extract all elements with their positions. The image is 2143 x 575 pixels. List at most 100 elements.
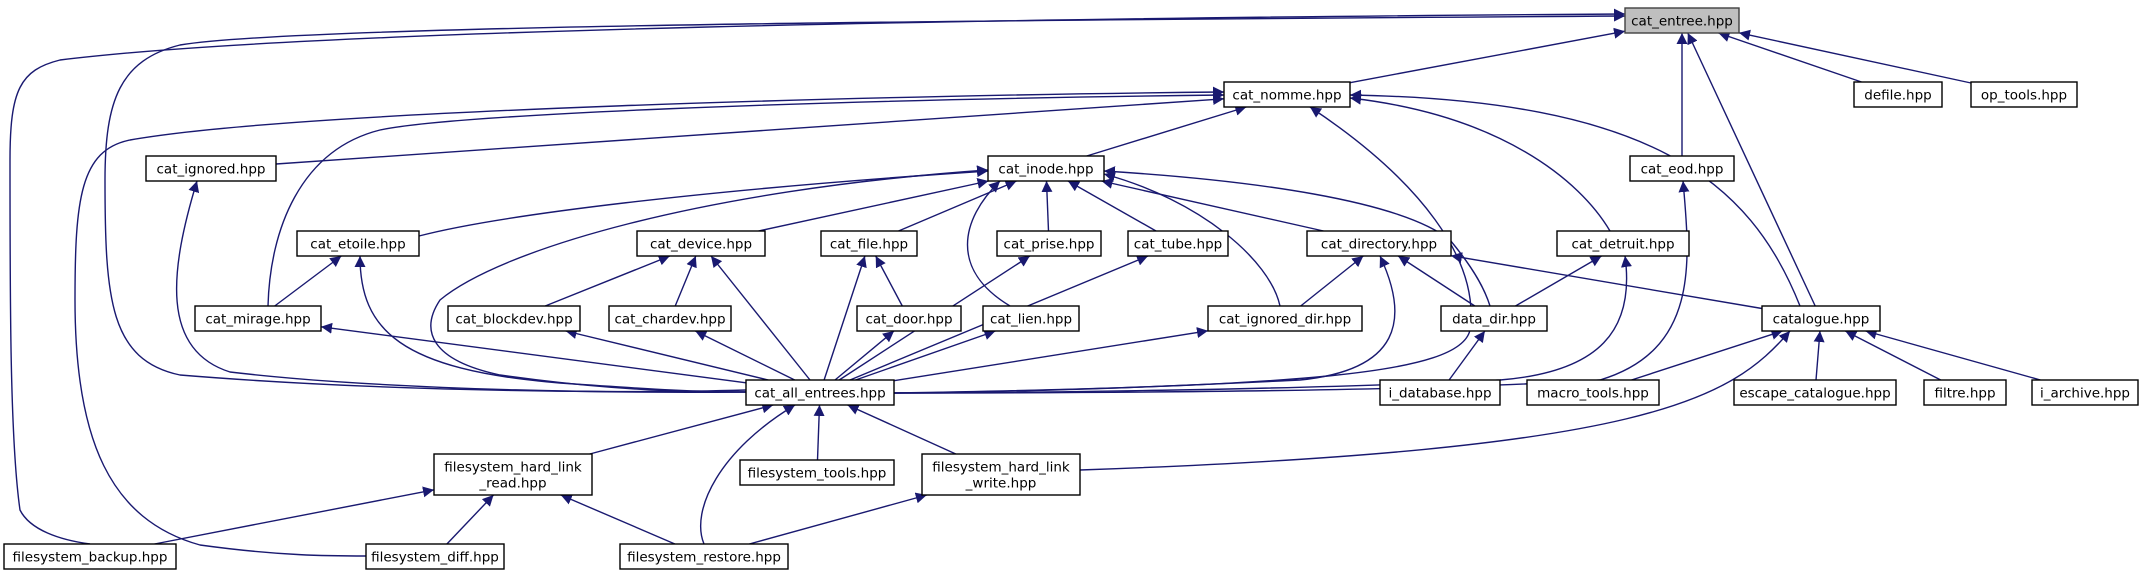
node-fs_hl_write[interactable]: filesystem_hard_link_write.hpp: [921, 453, 1081, 496]
node-label: cat_device.hpp: [650, 237, 752, 253]
edge-cat_all_entrees-to-cat_mirage: [320, 322, 747, 384]
node-label: cat_detruit.hpp: [1571, 237, 1674, 253]
node-box: [3, 543, 177, 570]
node-label: _read.hpp: [478, 476, 546, 492]
node-cat_inode[interactable]: cat_inode.hpp: [987, 155, 1105, 182]
node-label: cat_file.hpp: [830, 237, 908, 253]
node-cat_entree[interactable]: cat_entree.hpp: [1624, 7, 1740, 34]
node-fs_backup[interactable]: filesystem_backup.hpp: [3, 543, 177, 570]
edge-fs_backup-to-cat_entree: [9, 8, 1626, 545]
edge-data_dir-to-cat_detruit: [1515, 255, 1602, 307]
node-box: [619, 543, 789, 570]
edge-catalogue-to-cat_directory: [1450, 252, 1763, 310]
edge-fs_diff-to-fs_hl_read: [446, 494, 495, 545]
node-box: [820, 230, 918, 257]
node-fs_tools[interactable]: filesystem_tools.hpp: [739, 459, 895, 486]
node-cat_ignored[interactable]: cat_ignored.hpp: [145, 155, 277, 182]
node-defile[interactable]: defile.hpp: [1853, 81, 1943, 108]
node-cat_mirage[interactable]: cat_mirage.hpp: [194, 305, 322, 332]
node-cat_eod[interactable]: cat_eod.hpp: [1629, 155, 1735, 182]
node-label: macro_tools.hpp: [1537, 386, 1649, 402]
edge-cat_device-to-cat_inode: [758, 177, 989, 232]
node-cat_tube[interactable]: cat_tube.hpp: [1127, 230, 1229, 257]
node-label: cat_directory.hpp: [1321, 237, 1437, 253]
node-box: [1629, 155, 1735, 182]
edge-cat_mirage-to-cat_etoile: [274, 255, 342, 307]
node-data_dir[interactable]: data_dir.hpp: [1440, 305, 1548, 332]
edge-cat_ignored_dir-to-cat_directory: [1300, 255, 1364, 307]
edge-data_dir-to-cat_inode: [1103, 166, 1491, 307]
edge-filtre-to-catalogue: [1844, 330, 1942, 381]
node-label: cat_prise.hpp: [1004, 237, 1095, 253]
node-cat_nomme[interactable]: cat_nomme.hpp: [1223, 81, 1351, 108]
edge-fs_diff-to-cat_nomme: [74, 86, 1225, 557]
edge-cat_all_entrees-to-cat_entree: [104, 10, 1626, 393]
node-box: [365, 543, 505, 570]
edge-fs_hl_write-to-catalogue: [1079, 330, 1791, 471]
node-label: data_dir.hpp: [1452, 312, 1536, 328]
node-fs_diff[interactable]: filesystem_diff.hpp: [365, 543, 505, 570]
edge-i_database-to-data_dir: [1448, 330, 1486, 381]
node-box: [1624, 7, 1740, 34]
node-cat_detruit[interactable]: cat_detruit.hpp: [1556, 230, 1690, 257]
node-cat_blockdev[interactable]: cat_blockdev.hpp: [447, 305, 581, 332]
edge-op_tools-to-cat_entree: [1738, 29, 1972, 84]
node-fs_restore[interactable]: filesystem_restore.hpp: [619, 543, 789, 570]
node-box: [1306, 230, 1452, 257]
node-box: [636, 230, 766, 257]
node-box: [739, 459, 895, 486]
edge-fs_restore-to-cat_all_entrees: [699, 404, 796, 545]
node-label: cat_nomme.hpp: [1232, 88, 1341, 104]
edge-cat_all_entrees-to-cat_blockdev: [565, 328, 769, 381]
node-fs_hl_read[interactable]: filesystem_hard_link_read.hpp: [433, 453, 593, 496]
edge-cat_directory-to-cat_inode: [1101, 178, 1324, 232]
node-box: [1440, 305, 1548, 332]
node-cat_door[interactable]: cat_door.hpp: [856, 305, 962, 332]
node-cat_etoile[interactable]: cat_etoile.hpp: [296, 230, 420, 257]
edge-catalogue-to-cat_nomme: [1349, 89, 1801, 307]
edge-cat_all_entrees-to-cat_ignored_dir: [893, 327, 1209, 382]
edge-catalogue-to-cat_entree: [1687, 32, 1816, 307]
node-macro_tools[interactable]: macro_tools.hpp: [1526, 379, 1660, 406]
node-filtre[interactable]: filtre.hpp: [1923, 379, 2007, 406]
edge-cat_all_entrees-to-cat_chardev: [694, 330, 796, 381]
node-box: [921, 453, 1081, 496]
edges-layer: [9, 8, 2041, 557]
node-catalogue[interactable]: catalogue.hpp: [1761, 305, 1881, 332]
node-cat_ignored_dir[interactable]: cat_ignored_dir.hpp: [1207, 305, 1363, 332]
node-box: [1526, 379, 1660, 406]
node-label: cat_tube.hpp: [1134, 237, 1222, 253]
edge-cat_all_entrees-to-cat_inode: [430, 165, 989, 393]
node-box: [1733, 379, 1897, 406]
node-label: cat_all_entrees.hpp: [754, 386, 885, 402]
node-cat_lien[interactable]: cat_lien.hpp: [982, 305, 1080, 332]
node-cat_all_entrees[interactable]: cat_all_entrees.hpp: [745, 379, 895, 406]
node-label: cat_etoile.hpp: [310, 237, 405, 253]
edge-fs_restore-to-fs_hl_write: [749, 492, 927, 545]
node-label: catalogue.hpp: [1773, 312, 1870, 328]
edge-fs_tools-to-cat_all_entrees: [813, 404, 825, 461]
node-i_database[interactable]: i_database.hpp: [1379, 379, 1501, 406]
node-box: [1223, 81, 1351, 108]
node-cat_file[interactable]: cat_file.hpp: [820, 230, 918, 257]
edge-cat_door-to-cat_file: [875, 255, 903, 307]
node-escape_catalogue[interactable]: escape_catalogue.hpp: [1733, 379, 1897, 406]
node-label: filesystem_hard_link: [444, 460, 582, 476]
node-box: [996, 230, 1102, 257]
edge-cat_prise-to-cat_inode: [1041, 180, 1053, 232]
node-cat_directory[interactable]: cat_directory.hpp: [1306, 230, 1452, 257]
node-label: cat_eod.hpp: [1641, 162, 1724, 178]
node-cat_chardev[interactable]: cat_chardev.hpp: [608, 305, 732, 332]
node-cat_prise[interactable]: cat_prise.hpp: [996, 230, 1102, 257]
node-cat_device[interactable]: cat_device.hpp: [636, 230, 766, 257]
edge-i_archive-to-catalogue: [1865, 328, 2041, 381]
edge-cat_chardev-to-cat_device: [674, 255, 697, 307]
node-label: filtre.hpp: [1934, 386, 1995, 402]
edge-cat_nomme-to-cat_entree: [1349, 27, 1626, 84]
node-label: filesystem_restore.hpp: [627, 550, 781, 566]
node-i_archive[interactable]: i_archive.hpp: [2031, 379, 2139, 406]
edge-fs_backup-to-fs_hl_read: [154, 486, 435, 545]
node-label: cat_door.hpp: [865, 312, 952, 328]
node-op_tools[interactable]: op_tools.hpp: [1970, 81, 2078, 108]
